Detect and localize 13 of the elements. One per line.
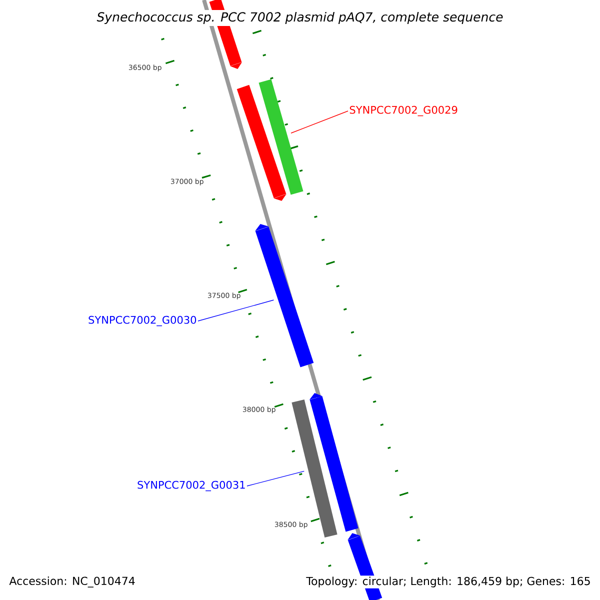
- summary-text: Topology: circular; Length: 186,459 bp; Genes: 165: [305, 576, 592, 588]
- gene-bar: [255, 224, 314, 368]
- accession-text: Accession: NC_010474: [8, 576, 136, 588]
- gene-label: SYNPCC7002_G0031: [138, 480, 245, 492]
- leader-line: [198, 300, 274, 322]
- leader-line: [290, 110, 348, 134]
- gene-label: SYNPCC7002_G0030: [88, 316, 196, 326]
- gene-bar: [309, 393, 358, 532]
- title: Synechococcus sp. PCC 7002 plasmid pAQ7, complete sequence: [94, 10, 506, 26]
- gene-bar: [258, 79, 304, 195]
- gene-label: SYNPCC7002_G0029: [350, 106, 458, 116]
- leader-line: [246, 470, 304, 486]
- gene-bar: [236, 84, 286, 201]
